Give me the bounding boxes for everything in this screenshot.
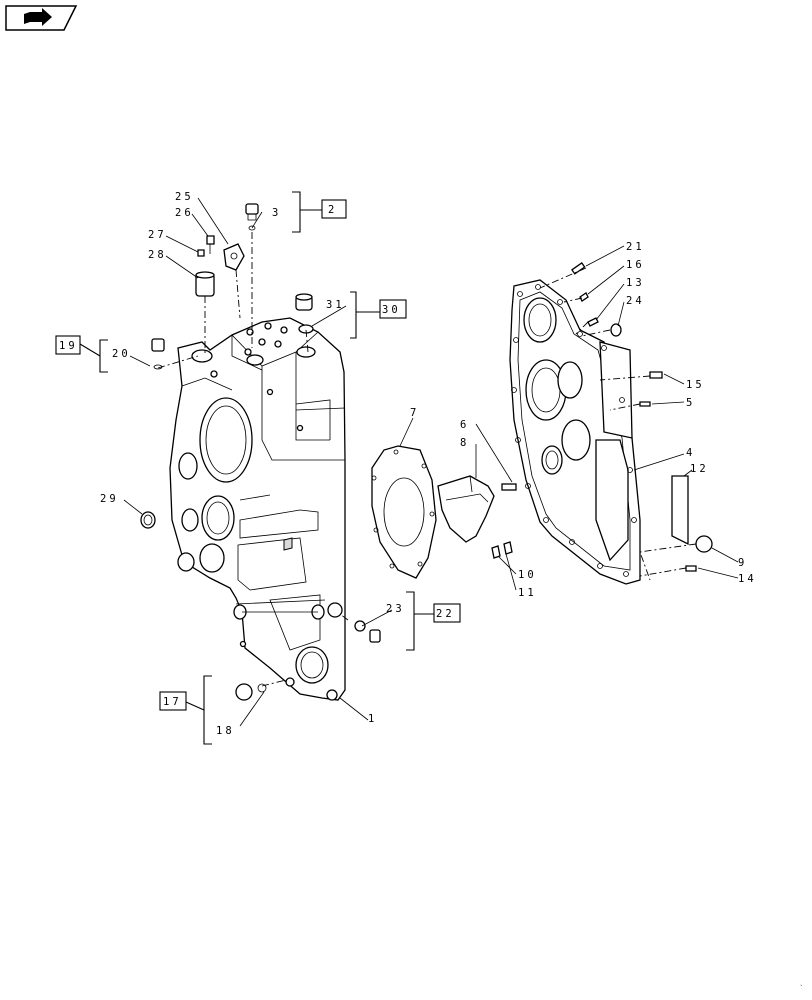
callout-10: 10 [518,569,537,581]
pin [501,483,517,491]
center-lines [157,232,697,687]
callout-26: 26 [175,207,194,219]
callout-brackets [55,191,461,745]
callout-30: 30 [382,304,401,316]
callout-24: 24 [626,295,645,307]
callout-15: 15 [686,379,705,391]
shield [437,475,495,543]
callout-18: 18 [216,725,235,737]
callout-1: 1 [368,713,377,725]
callout-22: 22 [436,608,455,620]
callout-labels: 25 26 27 28 3 2 31 30 19 20 29 23 22 17 … [59,191,757,737]
callout-9: 9 [738,557,747,569]
callout-20: 20 [112,348,131,360]
callout-31: 31 [326,299,345,311]
callout-3: 3 [272,207,281,219]
callout-29: 29 [100,493,119,505]
callout-8: 8 [460,437,469,449]
plate [671,475,689,546]
callout-7: 7 [410,407,419,419]
callout-box-17 [159,691,187,711]
callout-4: 4 [686,447,695,459]
callout-11: 11 [518,587,537,599]
callout-27: 27 [148,229,167,241]
corner-mark: ` [800,985,803,992]
small-parts [140,203,713,701]
callout-23: 23 [386,603,405,615]
callout-21: 21 [626,241,645,253]
callout-28: 28 [148,249,167,261]
callout-box-19 [55,335,81,355]
leader-lines [123,197,739,727]
callout-25: 25 [175,191,194,203]
callout-2: 2 [328,204,337,216]
gasket [371,445,437,579]
callout-13: 13 [626,277,645,289]
callout-6: 6 [460,419,469,431]
callout-5: 5 [686,397,695,409]
cover-plate [509,279,641,585]
callout-19: 19 [59,340,78,352]
navigation-button[interactable] [4,4,78,32]
callout-16: 16 [626,259,645,271]
callout-14: 14 [738,573,757,585]
callout-box-30 [379,299,407,319]
callout-12: 12 [690,463,709,475]
callout-box-22 [433,603,461,623]
callout-box-2 [321,199,347,219]
forward-arrow-icon [5,5,78,31]
main-housing [169,317,346,701]
callout-17: 17 [163,696,182,708]
